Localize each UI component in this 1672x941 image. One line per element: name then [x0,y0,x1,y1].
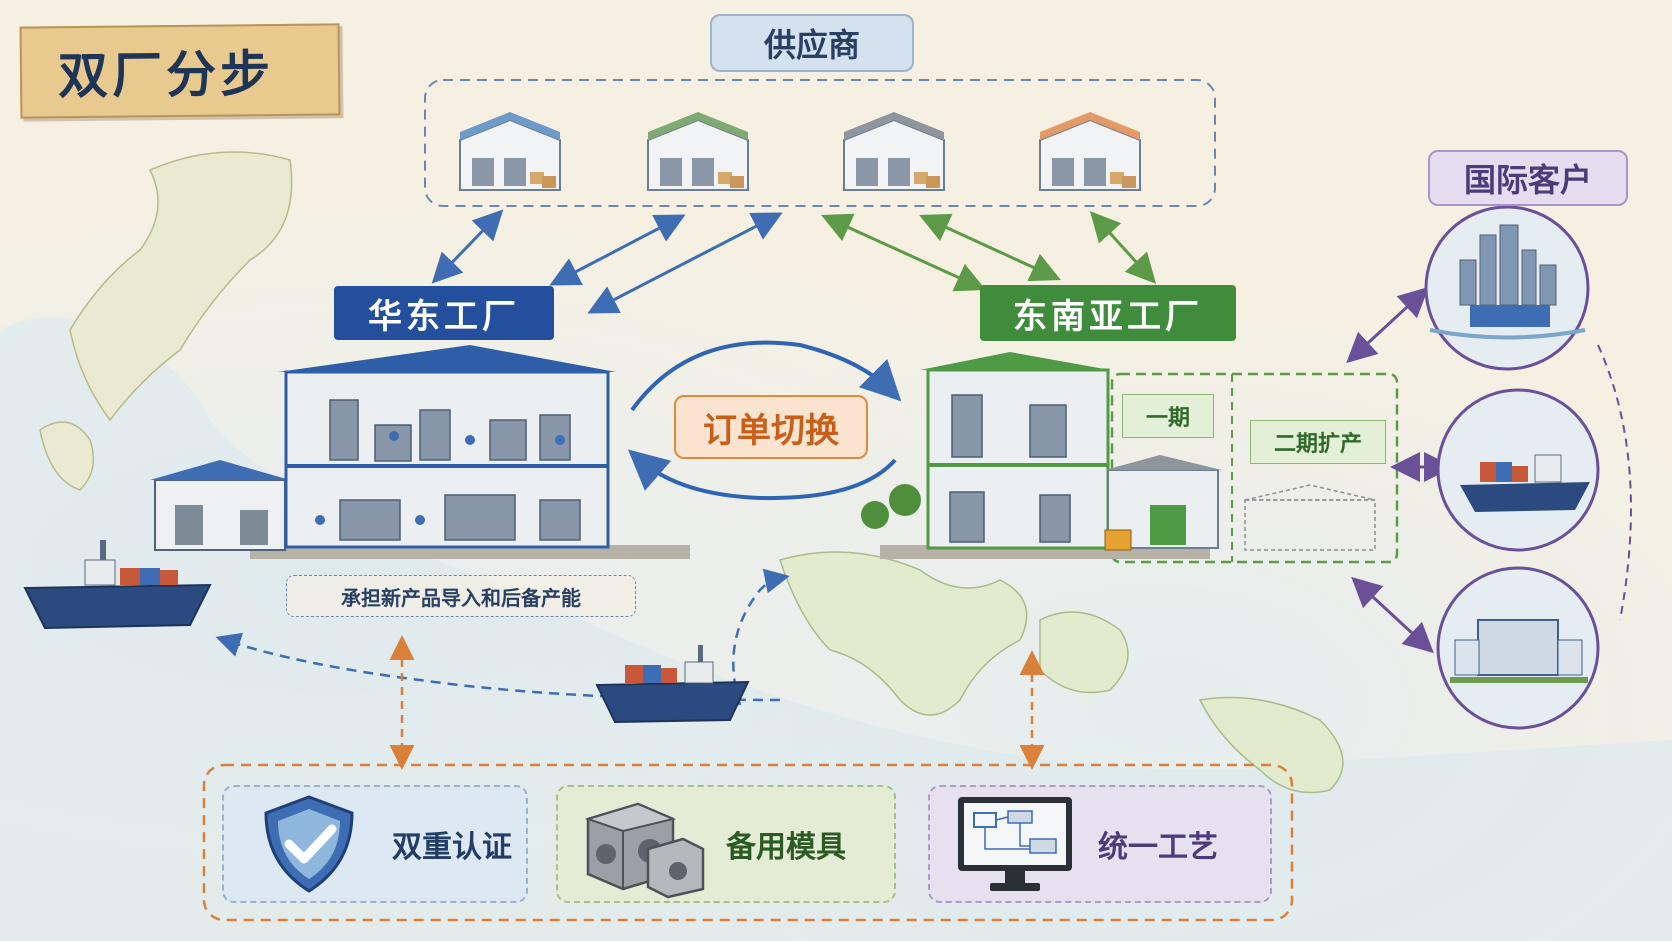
supplier-label: 供应商 [710,14,914,72]
southeast-phase-box [1110,372,1399,564]
phase2-label: 二期扩产 [1250,420,1386,464]
feature-label: 统一工艺 [1098,830,1218,865]
phase1-label: 一期 [1122,394,1214,438]
southeast-factory-building [861,352,1376,559]
east-factory-note: 承担新产品导入和后备产能 [286,575,636,617]
customer-ship-circle [1436,388,1600,552]
supplier-warehouse-icon [647,112,749,191]
shield-check-icon [264,795,354,893]
feature-card-dual-certification: 双重认证 [222,785,528,903]
mold-block-icon [584,802,705,899]
supplier-warehouse-icon [843,112,945,191]
supplier-group-box [424,79,1216,207]
feature-card-backup-mold: 备用模具 [556,785,896,903]
southeast-factory-label: 东南亚工厂 [980,285,1236,341]
supplier-warehouse-icon [1039,112,1141,191]
customers-label: 国际客户 [1428,150,1628,206]
east-factory-label: 华东工厂 [334,286,554,340]
cargo-ship-east [23,540,212,630]
customer-office-circle [1436,566,1600,730]
order-switch-label: 订单切换 [674,395,868,459]
east-factory-building [150,345,690,559]
monitor-process-icon [958,797,1072,891]
customer-city-circle [1424,205,1590,371]
feature-card-unified-process: 统一工艺 [928,785,1272,903]
supplier-warehouse-icon [459,112,561,191]
cargo-ship-middle [595,645,750,724]
feature-label: 双重认证 [392,830,512,865]
feature-label: 备用模具 [726,830,846,865]
